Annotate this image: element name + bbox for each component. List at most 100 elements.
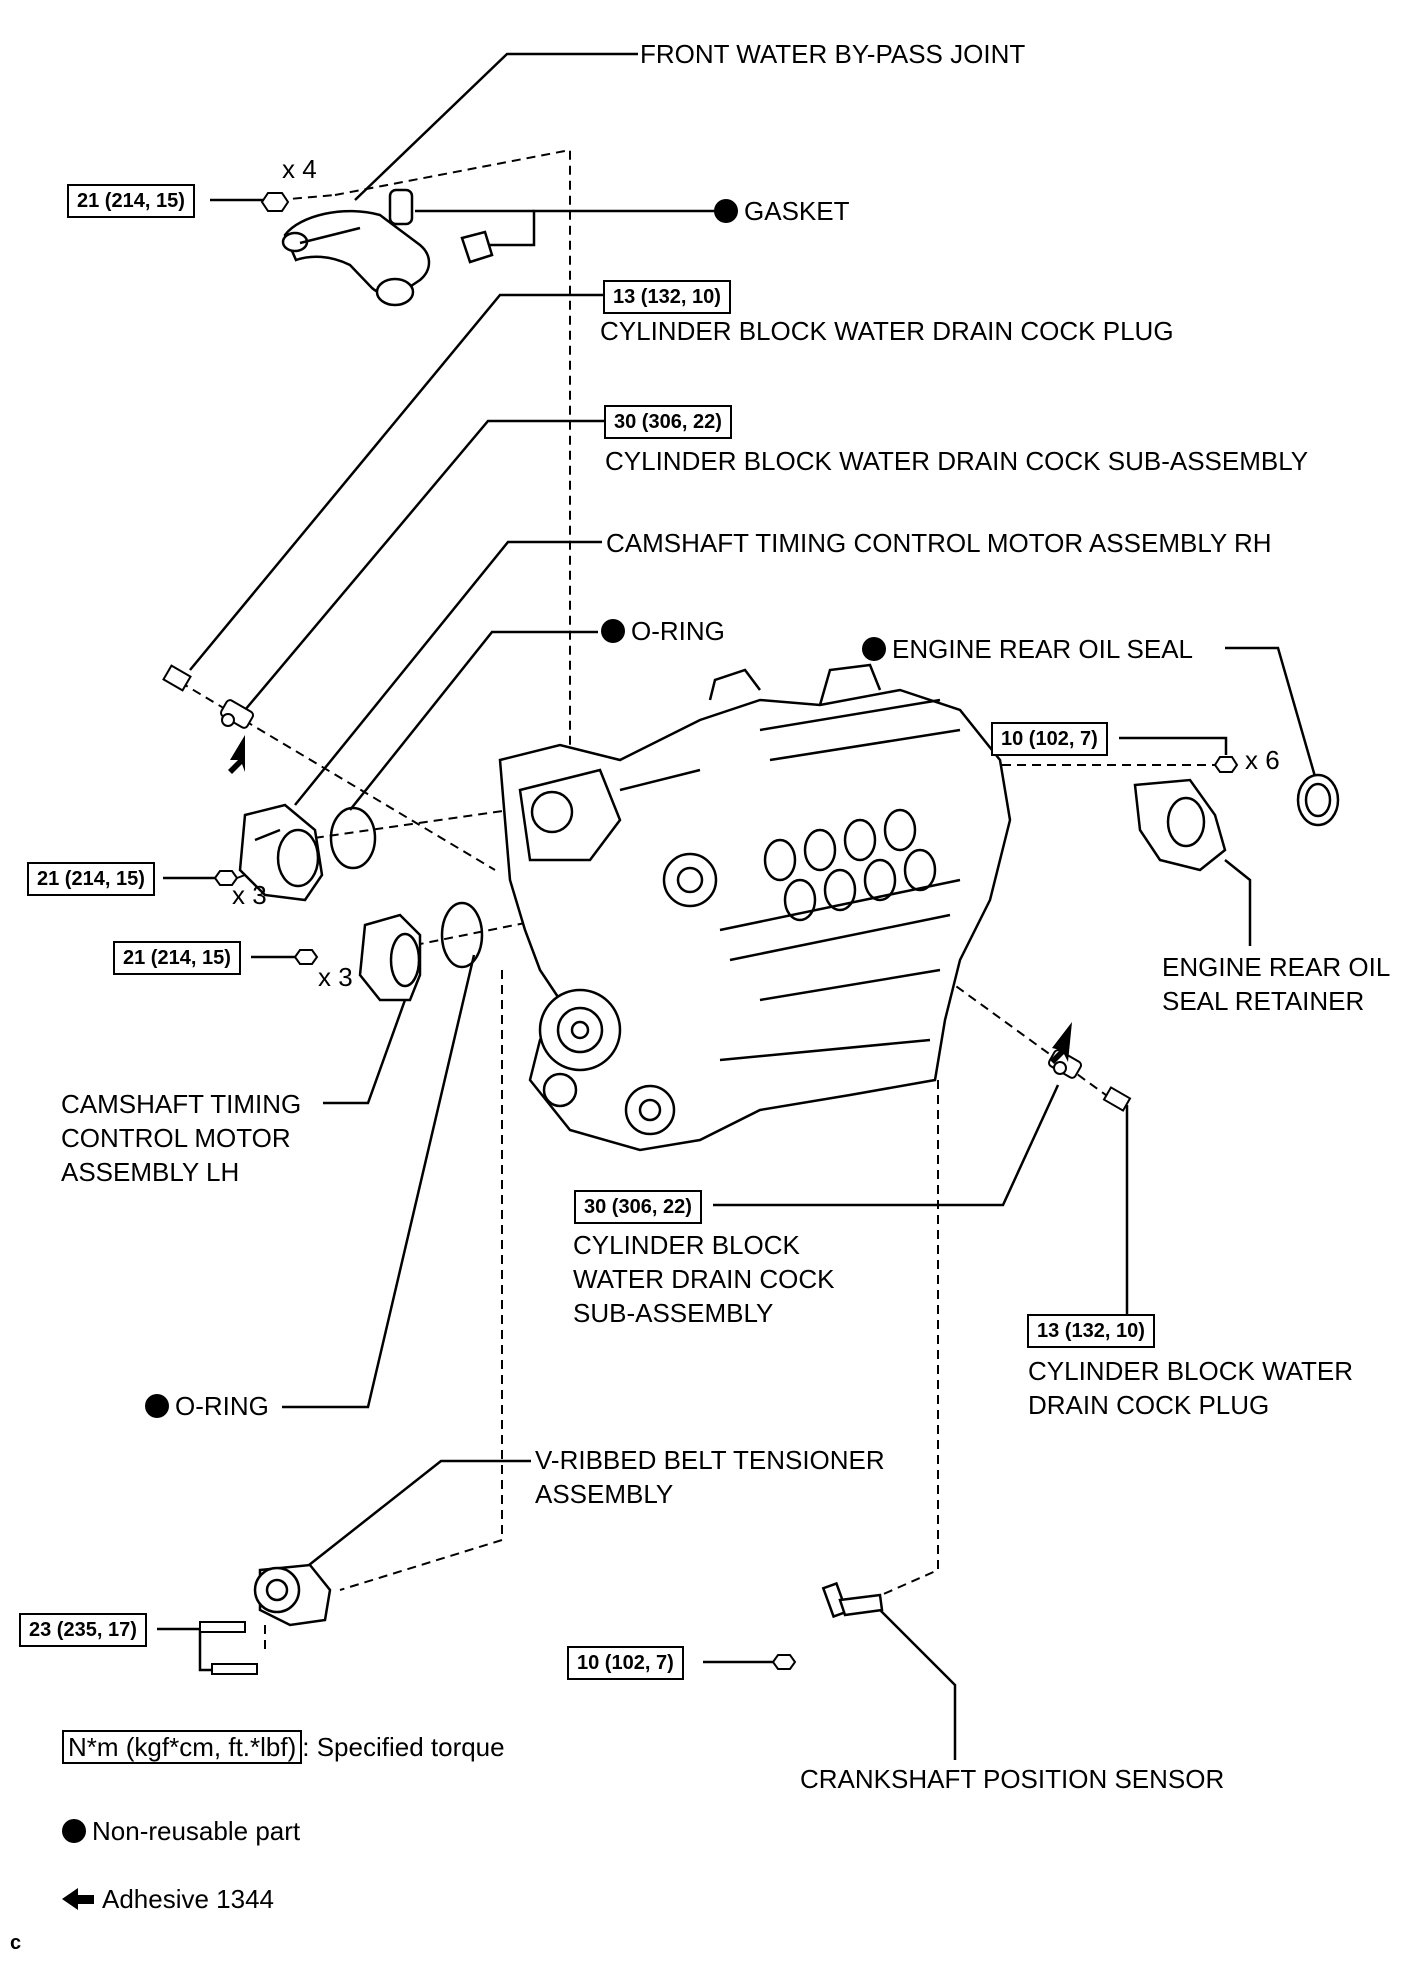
leader-gasket bbox=[480, 209, 715, 247]
label-plug-lh-line-1: CYLINDER BLOCK WATER bbox=[1028, 1356, 1354, 1386]
label-retainer-line-2: SEAL RETAINER bbox=[1162, 986, 1365, 1016]
label-drain-cock-subassy-lh: CYLINDER BLOCK WATER DRAIN COCK SUB-ASSE… bbox=[573, 1228, 834, 1330]
label-o-ring-upper: O-RING bbox=[601, 614, 725, 648]
label-gasket-text: GASKET bbox=[744, 196, 850, 226]
cam-rh-bolt-icon bbox=[213, 870, 246, 886]
label-cam-lh-line-1: CAMSHAFT TIMING bbox=[61, 1089, 302, 1119]
legend-non-reusable-text: Non-reusable part bbox=[92, 1816, 301, 1846]
drain-cock-rh-icon bbox=[219, 699, 255, 729]
dash-bypass bbox=[334, 148, 571, 800]
adhesive-arrow-lh-icon bbox=[1050, 1022, 1072, 1064]
label-cock-lh-line-2: WATER DRAIN COCK bbox=[573, 1264, 835, 1294]
legend-non-reusable: Non-reusable part bbox=[62, 1814, 300, 1848]
leader-oring-lower bbox=[282, 954, 476, 1409]
qty-oil-seal-bolts: x 6 bbox=[1245, 745, 1280, 775]
torque-crank-sensor: 10 (102, 7) bbox=[567, 1646, 684, 1680]
dash-tensioner bbox=[339, 970, 503, 1591]
torque-cam-lh: 21 (214, 15) bbox=[113, 941, 241, 975]
label-tensioner-line-1: V-RIBBED BELT TENSIONER bbox=[535, 1445, 885, 1475]
label-engine-rear-oil-seal: ENGINE REAR OIL SEAL bbox=[862, 632, 1193, 666]
adhesive-arrow-tail-icon bbox=[78, 1895, 94, 1904]
front-water-bypass-joint-icon bbox=[281, 188, 494, 307]
torque-cock-rh: 30 (306, 22) bbox=[604, 405, 732, 439]
retainer-bolt-icon bbox=[1213, 756, 1239, 773]
label-tensioner-line-2: ASSEMBLY bbox=[535, 1479, 674, 1509]
tensioner-bolt-icon bbox=[199, 1621, 258, 1675]
legend-adhesive: Adhesive 1344 bbox=[62, 1882, 274, 1916]
label-plug-lh-line-2: DRAIN COCK PLUG bbox=[1028, 1390, 1270, 1420]
leader-retainer bbox=[1224, 859, 1252, 946]
qty-bypass-bolts: x 4 bbox=[282, 154, 317, 184]
leader-bypass-joint bbox=[354, 52, 638, 201]
label-cam-motor-lh: CAMSHAFT TIMING CONTROL MOTOR ASSEMBLY L… bbox=[61, 1087, 301, 1189]
label-o-ring-lower: O-RING bbox=[145, 1389, 269, 1423]
engine-rear-oil-seal-icon bbox=[1296, 773, 1340, 827]
torque-retainer: 10 (102, 7) bbox=[991, 722, 1108, 756]
torque-bypass-joint: 21 (214, 15) bbox=[67, 184, 195, 218]
torque-cam-rh: 21 (214, 15) bbox=[27, 862, 155, 896]
engine-rear-oil-seal-retainer-icon bbox=[1133, 778, 1227, 872]
leader-tensioner bbox=[289, 1459, 531, 1581]
adhesive-arrow-icon bbox=[62, 1888, 78, 1910]
label-o-ring-upper-text: O-RING bbox=[631, 616, 725, 646]
legend-torque-desc: : Specified torque bbox=[302, 1732, 505, 1762]
non-reusable-dot-icon bbox=[62, 1819, 86, 1843]
label-gasket: GASKET bbox=[714, 194, 849, 228]
torque-plug-lh: 13 (132, 10) bbox=[1027, 1314, 1155, 1348]
label-drain-cock-plug-lh: CYLINDER BLOCK WATER DRAIN COCK PLUG bbox=[1028, 1354, 1353, 1422]
torque-tensioner: 23 (235, 17) bbox=[19, 1613, 147, 1647]
qty-cam-rh-bolts: x 3 bbox=[232, 880, 267, 910]
o-ring-upper-icon bbox=[329, 806, 377, 870]
label-cam-lh-line-3: ASSEMBLY LH bbox=[61, 1157, 240, 1187]
leader-oring-upper bbox=[349, 630, 598, 811]
label-o-ring-lower-text: O-RING bbox=[175, 1391, 269, 1421]
torque-plug-rh: 13 (132, 10) bbox=[603, 280, 731, 314]
label-cam-lh-line-2: CONTROL MOTOR bbox=[61, 1123, 291, 1153]
crank-sensor-bolt-icon bbox=[771, 1654, 797, 1670]
label-retainer-line-1: ENGINE REAR OIL bbox=[1162, 952, 1391, 982]
label-belt-tensioner: V-RIBBED BELT TENSIONER ASSEMBLY bbox=[535, 1443, 885, 1511]
label-engine-rear-oil-seal-text: ENGINE REAR OIL SEAL bbox=[892, 634, 1194, 664]
label-crankshaft-position-sensor: CRANKSHAFT POSITION SENSOR bbox=[800, 1764, 1225, 1794]
non-reusable-dot-icon bbox=[601, 619, 625, 643]
leader-cock-lh bbox=[713, 1084, 1060, 1207]
leader-plug-rh bbox=[189, 293, 604, 671]
non-reusable-dot-icon bbox=[145, 1394, 169, 1418]
legend-torque: N*m (kgf*cm, ft.*lbf): Specified torque bbox=[62, 1730, 505, 1764]
dash-lh-cock bbox=[919, 959, 1111, 1099]
dash-crank bbox=[869, 1080, 939, 1601]
legend-torque-unit: N*m (kgf*cm, ft.*lbf) bbox=[62, 1730, 303, 1764]
leader-crank-sensor bbox=[869, 1599, 957, 1760]
dash-bypass-bolts bbox=[277, 194, 336, 201]
leader-rear-seal bbox=[1225, 646, 1318, 781]
leader-cam-lh bbox=[323, 999, 407, 1105]
leader-retainer-torque bbox=[1119, 736, 1228, 755]
cam-lh-bolt-icon bbox=[293, 949, 319, 965]
label-drain-cock-subassy-rh: CYLINDER BLOCK WATER DRAIN COCK SUB-ASSE… bbox=[605, 446, 1309, 476]
label-cock-lh-line-1: CYLINDER BLOCK bbox=[573, 1230, 800, 1260]
o-ring-lower-icon bbox=[440, 901, 484, 969]
non-reusable-dot-icon bbox=[862, 637, 886, 661]
cam-motor-rh-icon bbox=[238, 803, 324, 902]
belt-tensioner-icon bbox=[253, 1563, 332, 1627]
engine-assembly-icon bbox=[498, 663, 1012, 1152]
legend-adhesive-text: Adhesive 1344 bbox=[102, 1884, 275, 1914]
label-drain-cock-plug-rh: CYLINDER BLOCK WATER DRAIN COCK PLUG bbox=[600, 316, 1174, 346]
torque-cock-lh: 30 (306, 22) bbox=[574, 1190, 702, 1224]
leader-tensioner-torque bbox=[157, 1627, 215, 1672]
footer-code: c bbox=[10, 1932, 22, 1954]
adhesive-arrow-rh-icon bbox=[228, 735, 245, 774]
drain-cock-plug-rh-icon bbox=[162, 664, 192, 692]
cam-motor-lh-icon bbox=[358, 913, 422, 1002]
label-cock-lh-line-3: SUB-ASSEMBLY bbox=[573, 1298, 774, 1328]
leader-cock-rh bbox=[244, 419, 604, 711]
label-engine-rear-oil-seal-retainer: ENGINE REAR OIL SEAL RETAINER bbox=[1162, 950, 1390, 1018]
label-front-water-bypass-joint: FRONT WATER BY-PASS JOINT bbox=[640, 39, 1026, 69]
bypass-bolt-icon bbox=[260, 192, 290, 212]
qty-cam-lh-bolts: x 3 bbox=[318, 962, 353, 992]
label-cam-motor-rh: CAMSHAFT TIMING CONTROL MOTOR ASSEMBLY R… bbox=[606, 528, 1272, 558]
drain-cock-plug-lh-icon bbox=[1102, 1086, 1132, 1112]
non-reusable-dot-icon bbox=[714, 199, 738, 223]
